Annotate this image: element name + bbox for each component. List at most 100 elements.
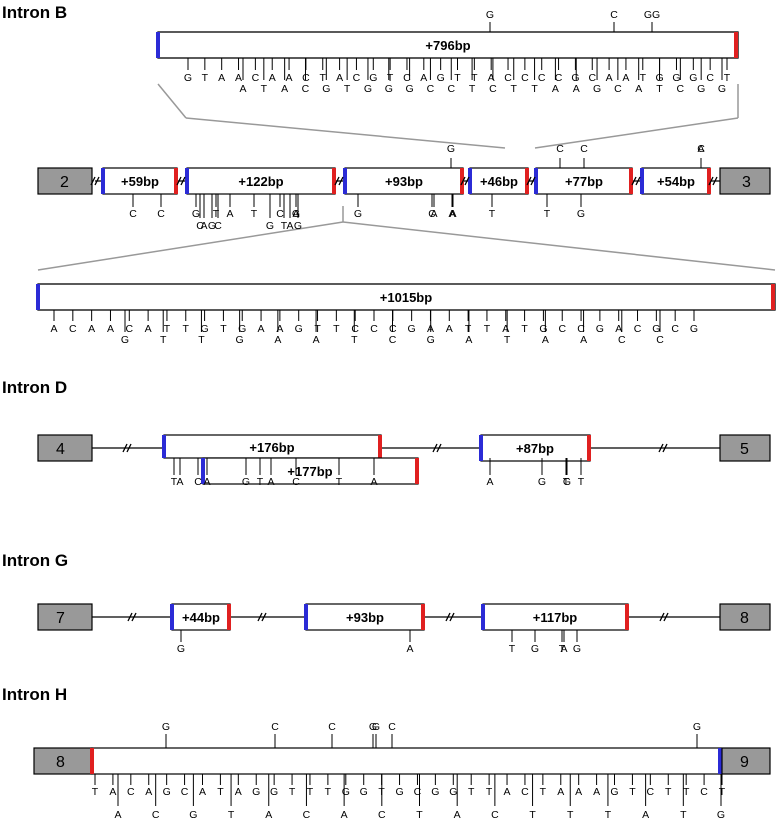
variant-796-deep-letter: A: [552, 83, 559, 95]
break-mark: [90, 176, 96, 186]
variant-796-deep-letter: T: [656, 83, 663, 95]
variant-796-below-letter: T: [202, 72, 209, 84]
break-mark: [663, 612, 669, 622]
variant-1015-below-letter: C: [370, 323, 378, 335]
variant-796-deep-letter: A: [281, 83, 288, 95]
break-mark: [131, 612, 137, 622]
variant-1015-below-letter: A: [107, 323, 114, 335]
insert-label-176bp: +176bp: [249, 440, 294, 455]
variant-1015-deep-letter: A: [465, 334, 472, 346]
variant-796-below-letter: G: [571, 72, 579, 84]
zoom-connector-bottom: [37, 206, 776, 271]
insert-label-177bp: +177bp: [287, 464, 332, 479]
variant-d-letter: G: [538, 476, 546, 488]
break-mark: [449, 612, 455, 622]
exon-7: [37, 603, 93, 631]
variant-h-below-letter: T: [540, 786, 547, 798]
variant-796-below-letter: T: [387, 72, 394, 84]
variant-h-deep-letter: C: [152, 809, 160, 821]
break-mark: [436, 443, 442, 453]
variant-b-below-letter: A: [430, 208, 437, 220]
variant-b-above-letter: C: [697, 143, 705, 155]
variant-b-deep-letter: T: [281, 220, 288, 232]
variant-1015-deep-letter: C: [618, 334, 626, 346]
variant-h-above-letter: G: [693, 721, 701, 733]
variant-d-letter: T: [336, 476, 343, 488]
break-mark: [631, 176, 637, 186]
variant-b-below-letter: G: [354, 208, 362, 220]
insert-label-46bp: +46bp: [480, 174, 518, 189]
intron-b-title: Intron B: [2, 3, 67, 22]
variant-b-deep-letter: G: [208, 220, 216, 232]
insert-label-796bp: +796bp: [425, 38, 470, 53]
variant-796-deep-letter: G: [406, 83, 414, 95]
variant-796-above-letter: G: [486, 9, 494, 21]
variant-d-letter: C: [292, 476, 300, 488]
variant-1015-below-letter: A: [276, 323, 283, 335]
variant-1015-below-letter: T: [333, 323, 340, 335]
variant-796-below-letter: T: [640, 72, 647, 84]
insert-label-93bp-b: +93bp: [385, 174, 423, 189]
break-mark: [176, 176, 182, 186]
variant-796-deep-letter: T: [344, 83, 351, 95]
variant-1015-deep-letter: C: [389, 334, 397, 346]
variant-h-below-letter: A: [235, 786, 242, 798]
exon-4: [37, 434, 93, 462]
variant-h-below-letter: A: [199, 786, 206, 798]
variant-h-below-letter: C: [647, 786, 655, 798]
variant-b-below-letter: C: [129, 208, 137, 220]
variant-h-below-letter: A: [504, 786, 511, 798]
variant-796-below-letter: A: [606, 72, 613, 84]
variant-796-below-letter: T: [724, 72, 731, 84]
variant-b-below-letter: G: [192, 208, 200, 220]
variant-h-above-letter: C: [328, 721, 336, 733]
variant-1015-deep-letter: T: [198, 334, 205, 346]
variant-h-below-letter: A: [557, 786, 564, 798]
variant-b-below-letter: G: [577, 208, 585, 220]
intron-d-title: Intron D: [2, 378, 67, 397]
variant-h-below-letter: T: [289, 786, 296, 798]
variant-1015-deep-letter: G: [236, 334, 244, 346]
variant-h-below-letter: A: [575, 786, 582, 798]
exon-2-label: 2: [60, 174, 69, 191]
variant-h-below-letter: G: [252, 786, 260, 798]
zoom-connector-top: [157, 83, 739, 149]
variant-b-below-letter: A: [292, 208, 299, 220]
variant-h-below-letter: C: [181, 786, 189, 798]
intron-h-row: 8 9: [33, 747, 771, 775]
variant-1015-below-letter: C: [69, 323, 77, 335]
variant-796-below-letter: T: [471, 72, 478, 84]
insert-box-117bp: +117bp: [481, 603, 629, 631]
variant-796-below-letter: A: [218, 72, 225, 84]
variant-b-above-letter: G: [447, 143, 455, 155]
variant-1015-below-letter: T: [465, 323, 472, 335]
variant-h-deep-letter: A: [454, 809, 461, 821]
variant-h-above-letter: C: [271, 721, 279, 733]
variant-796-deep-letter: T: [511, 83, 518, 95]
variant-h-below-letter: C: [414, 786, 422, 798]
variant-b-deep-letter: G: [266, 220, 274, 232]
break-mark: [432, 443, 438, 453]
variant-796-deep-letter: G: [718, 83, 726, 95]
variant-h-deep-letter: C: [303, 809, 311, 821]
break-mark: [126, 443, 132, 453]
variant-796-below-letter: C: [555, 72, 563, 84]
insert-label-59bp: +59bp: [121, 174, 159, 189]
exon-5: [719, 434, 771, 462]
variant-h-below-letter: C: [521, 786, 529, 798]
exon-2: [37, 167, 93, 195]
break-mark: [257, 612, 263, 622]
variant-h-deep-letter: T: [567, 809, 574, 821]
variant-796-below-letter: A: [488, 72, 495, 84]
variant-h-below-letter: T: [486, 786, 493, 798]
exon-3: [719, 167, 771, 195]
variant-b-below-letter: T: [213, 208, 220, 220]
break-mark: [460, 176, 466, 186]
break-mark: [338, 176, 344, 186]
variant-796-below-letter: A: [235, 72, 242, 84]
variant-b-above-letter: C: [556, 143, 564, 155]
variant-h-deep-letter: T: [605, 809, 612, 821]
variant-796-deep-letter: C: [447, 83, 455, 95]
variant-1015-below-letter: G: [295, 323, 303, 335]
